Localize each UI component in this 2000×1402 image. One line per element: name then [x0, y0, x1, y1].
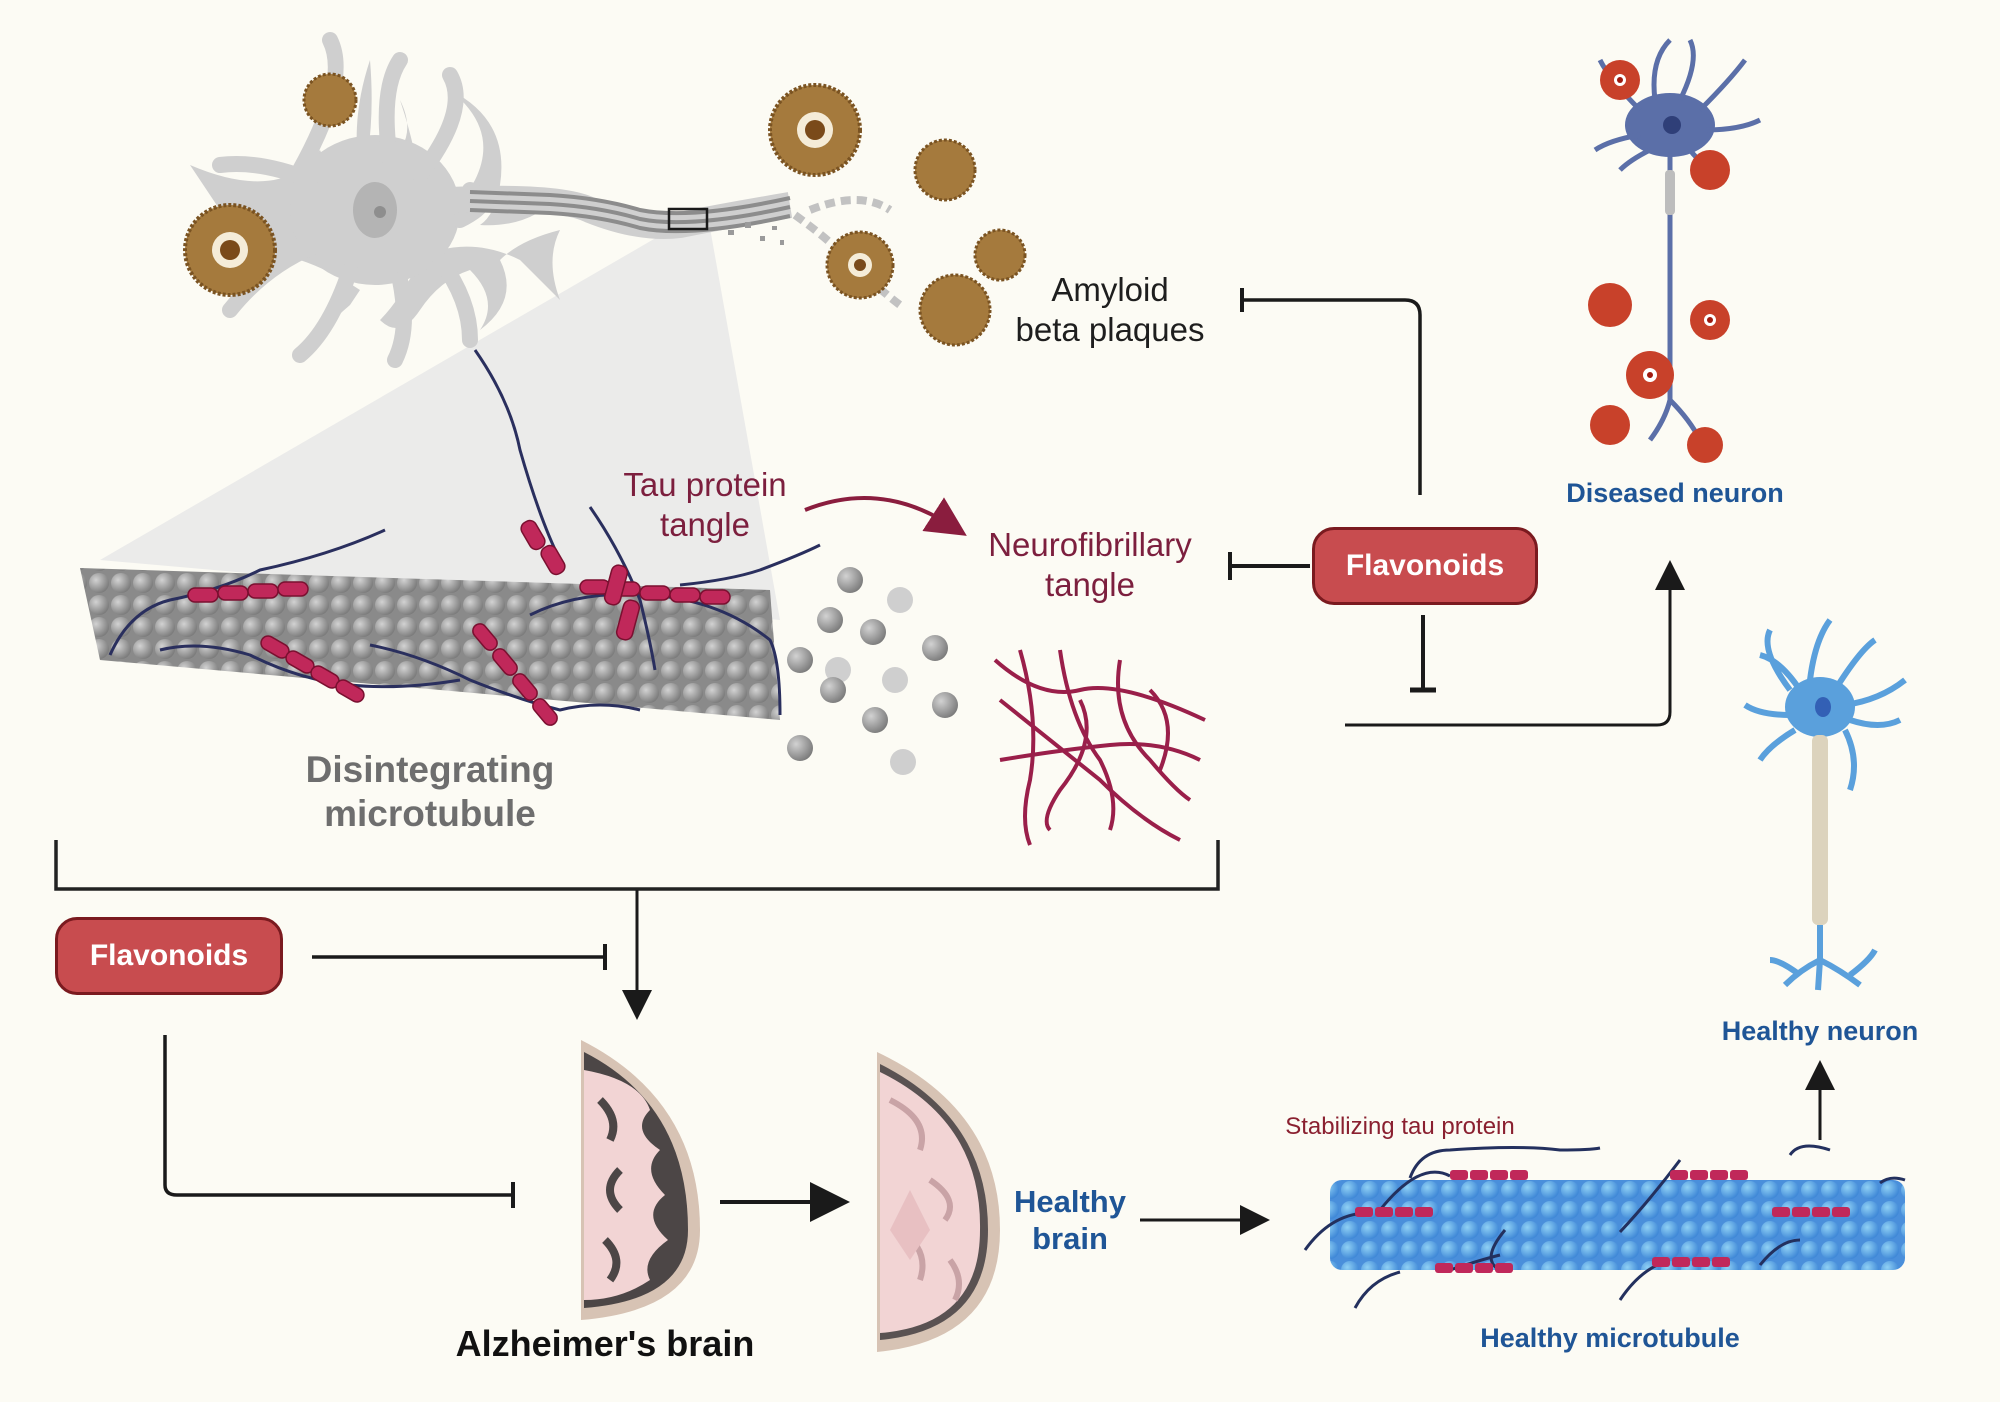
label-neurofibrillary-line2: tangle: [1045, 565, 1135, 603]
flavonoids-box-top[interactable]: Flavonoids: [1312, 527, 1538, 605]
label-neurofibrillary-tangle: Neurofibrillary tangle: [975, 525, 1205, 604]
label-healthy-neuron: Healthy neuron: [1721, 1016, 1919, 1046]
healthy-brain-illustration: [877, 1052, 1000, 1352]
free-tubulin-dimers: [787, 567, 958, 775]
grouping-bracket: [54, 840, 1220, 891]
label-healthy-microtubule: Healthy microtubule: [1480, 1323, 1740, 1353]
healthy-neuron-illustration: [1743, 618, 1907, 991]
degenerating-neuron: [190, 32, 903, 368]
arrow-to-diseased-neuron: [1345, 560, 1685, 727]
label-healthy-brain: Healthy brain: [1000, 1183, 1140, 1257]
label-neurofibrillary-line1: Neurofibrillary: [988, 526, 1192, 563]
label-amyloid-line2: beta plaques: [1015, 310, 1205, 348]
label-disintegrating-microtubule: Disintegrating microtubule: [290, 748, 570, 837]
flavonoids-box-left[interactable]: Flavonoids: [55, 917, 283, 995]
label-tau-line1: Tau protein: [623, 466, 787, 503]
label-amyloid-line1: Amyloid: [1051, 271, 1169, 308]
label-tau-protein-tangle: Tau protein tangle: [605, 465, 805, 544]
amyloid-plaques-brown: [183, 72, 1027, 347]
label-disintegrating-line1: Disintegrating: [305, 749, 555, 790]
label-amyloid-beta-plaques: Amyloid beta plaques: [1010, 270, 1210, 349]
label-tau-line2: tangle: [660, 505, 750, 543]
neurofibrillary-tangle-illustration: [993, 649, 1206, 846]
inhibit-line-to-brain: [163, 1035, 512, 1197]
inhibit-line-amyloid: [1242, 298, 1422, 495]
tau-to-tangle-arrow: [804, 496, 967, 536]
label-healthy-brain-line2: brain: [1032, 1221, 1108, 1257]
diseased-neuron-illustration: [1588, 38, 1762, 463]
label-disintegrating-line2: microtubule: [324, 793, 536, 835]
label-alzheimers-brain: Alzheimer's brain: [455, 1323, 755, 1364]
disintegrating-microtubule-illustration: [80, 349, 958, 775]
label-stabilizing-tau-protein: Stabilizing tau protein: [1285, 1113, 1515, 1140]
zoom-cone: [100, 228, 780, 620]
alzheimers-brain-illustration: [581, 1040, 700, 1320]
zoom-box: [667, 207, 709, 231]
label-healthy-brain-line1: Healthy: [1014, 1184, 1126, 1219]
healthy-microtubule-illustration: [1303, 1144, 1906, 1309]
label-diseased-neuron: Diseased neuron: [1566, 478, 1784, 508]
